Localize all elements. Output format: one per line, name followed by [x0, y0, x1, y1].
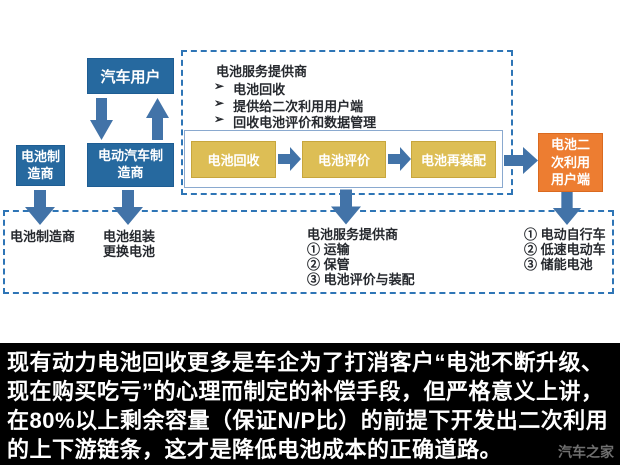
caption-line: 在80%以上剩余容量（保证N/P比）的前提下开发出二次利用 [7, 408, 609, 433]
caption-line: 现在购买吃亏”的心理而制定的补偿手段，但严格意义上讲， [7, 379, 604, 404]
arrow-down-icon [113, 190, 143, 225]
caption-line: 现有动力电池回收更多是车企为了打消客户“电池不断升级、 [7, 350, 604, 375]
arrow-down-icon [552, 192, 582, 225]
arrow-right-icon [388, 147, 411, 171]
downstream-dashed-box [3, 210, 614, 294]
service-bullet-label: 提供给二次利用用户端 [233, 99, 364, 114]
arrow-bullet-icon: ➢ [214, 79, 225, 93]
arrow-down-icon [331, 189, 361, 225]
arrow-down-icon [90, 98, 113, 140]
caption-line: 的上下游链条，这才是降低电池成本的正确道路。 [7, 437, 503, 462]
service-bullet-item: ➢ 提供给二次利用用户端 [214, 96, 363, 115]
caption-panel: 现有动力电池回收更多是车企为了打消客户“电池不断升级、 现在购买吃亏”的心理而制… [0, 343, 620, 465]
arrow-bullet-icon: ➢ [214, 96, 225, 110]
service-bullet-item: ➢ 电池回收 [214, 79, 285, 98]
service-bullet-label: 回收电池评价和数据管理 [233, 115, 377, 130]
box-car-user: 汽车用户 [87, 58, 174, 94]
arrow-up-icon [146, 98, 169, 140]
box-ev-manufacturer: 电动汽车制 造商 [87, 143, 174, 187]
label-battery-assembly: 电池组装 更换电池 [103, 229, 156, 259]
label-service-provider-duties: 电池服务提供商 ① 运输 ② 保管 ③ 电池评价与装配 [307, 227, 415, 287]
arrow-right-icon [278, 147, 301, 171]
arrow-right-icon [504, 147, 538, 174]
process-step-battery-evaluation: 电池评价 [302, 141, 386, 178]
process-step-battery-reassembly: 电池再装配 [411, 141, 496, 178]
process-step-battery-recycle: 电池回收 [191, 141, 276, 178]
autohome-watermark: 汽车之家 [558, 444, 614, 460]
box-battery-manufacturer: 电池制 造商 [16, 145, 65, 186]
box-secondary-use-user: 电池二 次利用 用户端 [538, 133, 603, 192]
service-provider-title: 电池服务提供商 [216, 64, 308, 79]
arrow-bullet-icon: ➢ [214, 112, 225, 126]
arrow-down-icon [25, 190, 55, 225]
label-secondary-use-cases: ① 电动自行车 ② 低速电动车 ③ 储能电池 [524, 227, 606, 272]
label-battery-manufacturer: 电池制造商 [10, 229, 76, 244]
service-bullet-item: ➢ 回收电池评价和数据管理 [214, 112, 376, 131]
service-bullet-label: 电池回收 [233, 82, 286, 97]
